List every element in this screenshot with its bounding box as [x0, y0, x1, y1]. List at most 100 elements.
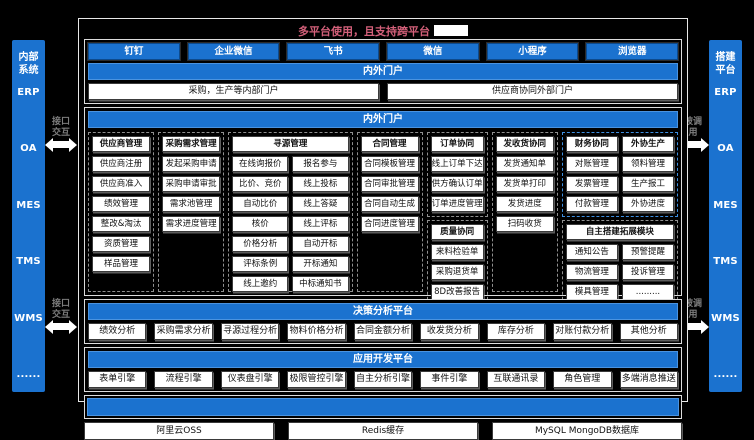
module-cell: 绩效管理	[92, 196, 151, 212]
decision-items-row: 绩效分析采购需求分析寻源过程分析物料价格分析合同金额分析收发货分析库存分析对账付…	[88, 323, 678, 340]
module-cell: 发票管理	[565, 176, 618, 192]
module-column-header: 供应商管理	[92, 136, 151, 152]
appdev-item: 仪表盘引擎	[220, 371, 280, 388]
module-column-header: 订单协同	[430, 136, 484, 152]
module-cell: 样品管理	[92, 256, 151, 272]
module-cell: 价格分析	[232, 236, 289, 252]
module-subcolumn: 预警提醒投诉管理.........	[621, 244, 675, 304]
decision-item: 采购需求分析	[154, 323, 213, 340]
module-cell: 线上订单下达	[430, 156, 484, 172]
module-cell: 对账管理	[565, 156, 618, 172]
module-cell: 供应商准入	[92, 176, 151, 192]
right-sidebar-title: 搭建 平台	[715, 52, 736, 76]
left-sidebar-item: TMS	[16, 256, 41, 268]
module-cell: 领料管理	[621, 156, 675, 172]
infrastructure-header-bar	[87, 398, 679, 416]
right-sidebar-item: TMS	[713, 256, 738, 268]
decision-item: 对账付款分析	[553, 323, 612, 340]
channel-button: 企业微信	[187, 43, 280, 60]
module-cell: 评标条例	[232, 256, 289, 272]
module-cell: 生产报工	[621, 176, 675, 192]
module-cell: 需求池管理	[162, 196, 221, 212]
title-redaction-box	[434, 25, 468, 36]
module-cell: 比价、竞价	[232, 176, 289, 192]
decision-item: 绩效分析	[88, 323, 147, 340]
channel-button: 小程序	[486, 43, 579, 60]
module-cell: 物流管理	[565, 264, 618, 280]
decision-header-bar: 决策分析平台	[88, 303, 678, 320]
channel-button: 微信	[387, 43, 479, 60]
architecture-diagram: { "title": { "text": "多平台使用，且支持跨平台", "re…	[12, 18, 742, 440]
infrastructure-bar-section	[84, 395, 682, 419]
module-cell: 发货进度	[495, 196, 554, 212]
module-group: 财务协同对账管理发票管理付款管理外协生产领料管理生产报工外协进度	[561, 132, 679, 217]
module-subcolumn: 通知公告物流管理模具管理	[565, 244, 618, 304]
right-sidebar-item: MES	[713, 199, 738, 211]
module-group: 供应商管理供应商注册供应商准入绩效管理整改&淘汰资质管理样品管理	[88, 132, 155, 292]
appdev-item: 极限管控引擎	[287, 371, 346, 388]
module-subrow: 财务协同对账管理发票管理付款管理外协生产领料管理生产报工外协进度	[565, 136, 675, 216]
left-connector-bottom-label: 接口 交互	[51, 298, 70, 320]
module-cell: 报名参与	[292, 156, 349, 172]
module-subcolumn: 外协生产领料管理生产报工外协进度	[621, 136, 675, 216]
module-column-header: 发收货协同	[495, 136, 554, 152]
channel-button: 浏览器	[586, 43, 679, 60]
decision-item: 寻源过程分析	[220, 323, 280, 340]
module-subcolumn: 在线询报价比价、竞价自动比价核价价格分析评标条例线上邀约	[232, 156, 289, 296]
decision-item: 物料价格分析	[287, 323, 346, 340]
module-cell: 采购退货单	[430, 264, 484, 280]
module-subcolumn: 供应商管理供应商注册供应商准入绩效管理整改&淘汰资质管理样品管理	[92, 136, 151, 276]
left-connector-top-label: 接口 交互	[51, 116, 70, 138]
module-subrow: 订单协同线上订单下达供方确认订单订单进度管理	[430, 136, 484, 216]
appdev-item: 角色管理	[553, 371, 612, 388]
module-cell: 合同自动生成	[360, 196, 419, 212]
diagram-title: 多平台使用，且支持跨平台	[298, 25, 430, 38]
module-cell: 发货通知单	[495, 156, 554, 172]
appdev-item: 自主分析引擎	[353, 371, 413, 388]
portal-box: 采购，生产等内部门户	[88, 83, 379, 100]
infrastructure-item: MySQL MongoDB数据库	[492, 422, 682, 440]
channel-button: 飞书	[287, 43, 380, 60]
module-subrow: 发收货协同发货通知单发货单打印发货进度扫码收货	[495, 136, 554, 236]
module-cell: 8D改善报告	[430, 284, 484, 300]
left-sidebar-title: 内部 系统	[18, 52, 39, 76]
portal-boxes-row: 采购，生产等内部门户供应商协同外部门户	[88, 83, 678, 100]
infrastructure-item: 阿里云OSS	[84, 422, 274, 440]
left-connector-bottom: 接口 交互	[44, 288, 78, 341]
module-cell: 开标通知	[292, 256, 349, 272]
left-connector-top: 接口 交互	[44, 106, 78, 159]
module-subrow: 采购需求管理发起采购申请采购申请审批需求池管理需求进度管理	[162, 136, 221, 236]
portal-header-bar: 内外门户	[88, 63, 678, 80]
right-connector-bottom-label: 被调 用	[683, 298, 702, 320]
module-subcolumn: 报名参与线上投标线上答疑线上评标自动开标开标通知中标通知书	[292, 156, 349, 296]
appdev-item: 流程引擎	[154, 371, 213, 388]
module-cell: 需求进度管理	[162, 216, 221, 232]
decision-item: 其他分析	[619, 323, 678, 340]
module-cell: 自动开标	[292, 236, 349, 252]
module-group-stack: 财务协同对账管理发票管理付款管理外协生产领料管理生产报工外协进度自主搭建拓展模块…	[561, 132, 679, 305]
module-column-header: 财务协同	[565, 136, 618, 152]
module-cell: 预警提醒	[621, 244, 675, 260]
app-dev-section: 应用开发平台 表单引擎流程引擎仪表盘引擎极限管控引擎自主分析引擎事件引擎互联通讯…	[84, 347, 682, 392]
left-sidebar-item: ......	[16, 368, 41, 380]
module-cell: 模具管理	[565, 284, 618, 300]
right-sidebar-item: OA	[717, 143, 734, 155]
left-right-arrow-icon	[45, 319, 77, 334]
module-cell: 合同模板管理	[360, 156, 419, 172]
module-subrow: 合同管理合同模板管理合同审批管理合同自动生成合同进度管理	[360, 136, 419, 236]
module-column-header: 外协生产	[621, 136, 675, 152]
module-column-header: 合同管理	[360, 136, 419, 152]
module-group: 自主搭建拓展模块通知公告物流管理模具管理预警提醒投诉管理.........	[561, 220, 679, 305]
appdev-header-bar: 应用开发平台	[88, 351, 678, 368]
module-column-header: 质量协同	[430, 224, 484, 240]
module-subcolumn: 财务协同对账管理发票管理付款管理	[565, 136, 618, 216]
module-cell: 外协进度	[621, 196, 675, 212]
module-grid: 供应商管理供应商注册供应商准入绩效管理整改&淘汰资质管理样品管理采购需求管理发起…	[88, 132, 679, 305]
appdev-item: 互联通讯录	[486, 371, 546, 388]
decision-item: 库存分析	[486, 323, 546, 340]
module-subrow: 通知公告物流管理模具管理预警提醒投诉管理.........	[565, 244, 675, 304]
